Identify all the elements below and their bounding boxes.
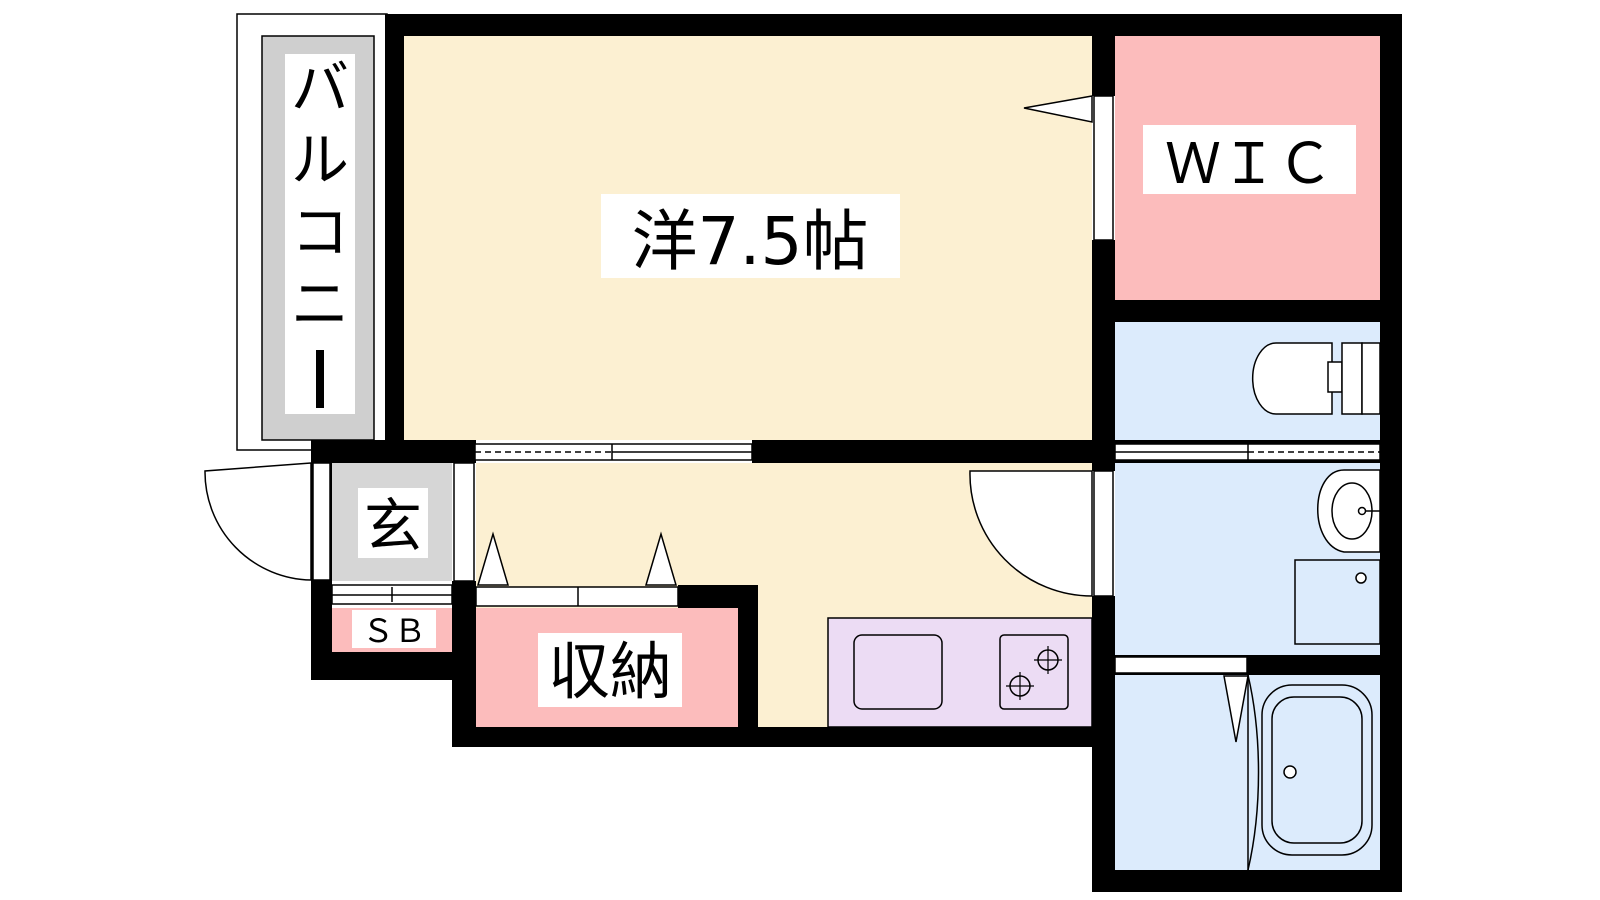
bathroom-door [1223, 674, 1260, 871]
wash-door-opening [1114, 656, 1248, 674]
sink [853, 634, 943, 710]
western-room-label: 洋7.5帖 [601, 194, 900, 280]
bathtub [1261, 684, 1373, 856]
storage-doors [475, 531, 679, 607]
wic-door [1023, 95, 1114, 241]
front-door [204, 462, 331, 581]
entrance-label-text: 玄 [364, 492, 422, 560]
kitchen-counter [827, 617, 1093, 728]
toilet-fixture [1251, 342, 1381, 415]
balcony-label-char-1: バ [291, 54, 349, 122]
storage-label-text: 収納 [548, 635, 672, 708]
shoebox-label: ＳＢ [352, 610, 436, 650]
balcony-label-char-2: ル [291, 126, 349, 194]
walls [311, 14, 1402, 892]
balcony-label-char-5-bar [316, 350, 324, 408]
balcony: バ ル コ ニ [236, 13, 388, 451]
wic-label: ＷＩＣ [1143, 125, 1356, 197]
wash-basin [1317, 469, 1381, 553]
sliding-window-balcony [474, 443, 753, 461]
shoe-box-shelf [331, 584, 453, 605]
stove [999, 634, 1069, 710]
western-room-label-text: 洋7.5帖 [632, 203, 869, 280]
wic-label-text: ＷＩＣ [1165, 132, 1333, 197]
entrance-label: 玄 [358, 488, 428, 560]
sliding-door-toilet [1114, 443, 1381, 461]
balcony-label-char-4: ニ [291, 270, 349, 338]
shoebox-label-text: ＳＢ [362, 612, 426, 650]
washing-machine-space [1294, 559, 1381, 645]
storage-label: 収納 [538, 633, 682, 708]
balcony-label-char-3: コ [291, 198, 349, 266]
washroom-door [969, 470, 1114, 597]
entrance-inner-door [453, 462, 475, 582]
